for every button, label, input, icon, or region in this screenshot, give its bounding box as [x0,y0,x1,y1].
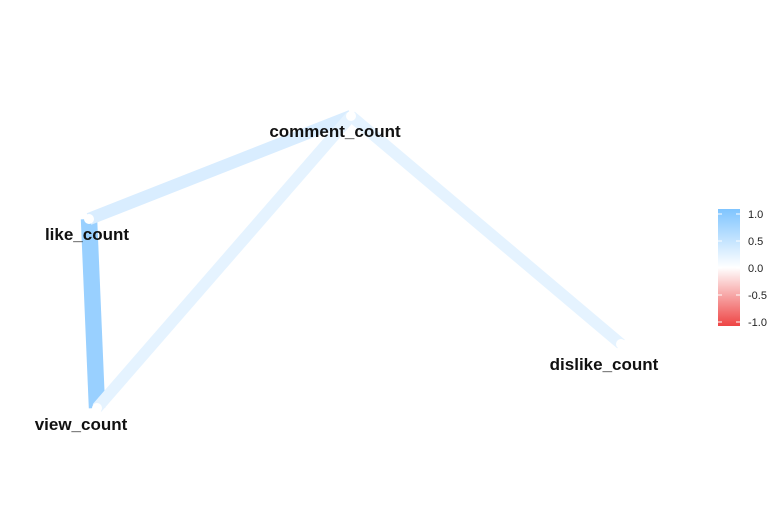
legend-ticks: 1.0 0.5 0.0 -0.5 -1.0 [718,209,767,329]
edge-like_count-comment_count [86,110,354,225]
legend-tick-label: 0.5 [748,236,763,248]
edge-like_count-view_count [80,218,106,409]
edge-comment_count-dislike_count [347,111,625,349]
node-like_count [84,214,94,224]
legend-tick-label: 1.0 [748,209,763,221]
color-legend: 1.0 0.5 0.0 -0.5 -1.0 [718,209,767,329]
node-label-view_count: view_count [35,415,128,434]
node-dislike_count [616,339,626,349]
node-label-dislike_count: dislike_count [550,355,659,374]
legend-tick-label: -0.5 [748,290,767,302]
legend-colorbar [718,209,740,326]
legend-tick-label: 0.0 [748,263,763,275]
node-comment_count [346,111,356,121]
nodes-layer [84,111,626,413]
legend-tick-label: -1.0 [748,317,767,329]
edges-layer [80,110,625,412]
node-view_count [92,403,102,413]
labels-layer: comment_count like_count view_count dislike… [35,122,659,434]
edge-view_count-comment_count [92,112,356,412]
node-label-comment_count: comment_count [269,122,401,141]
node-label-like_count: like_count [45,225,129,244]
